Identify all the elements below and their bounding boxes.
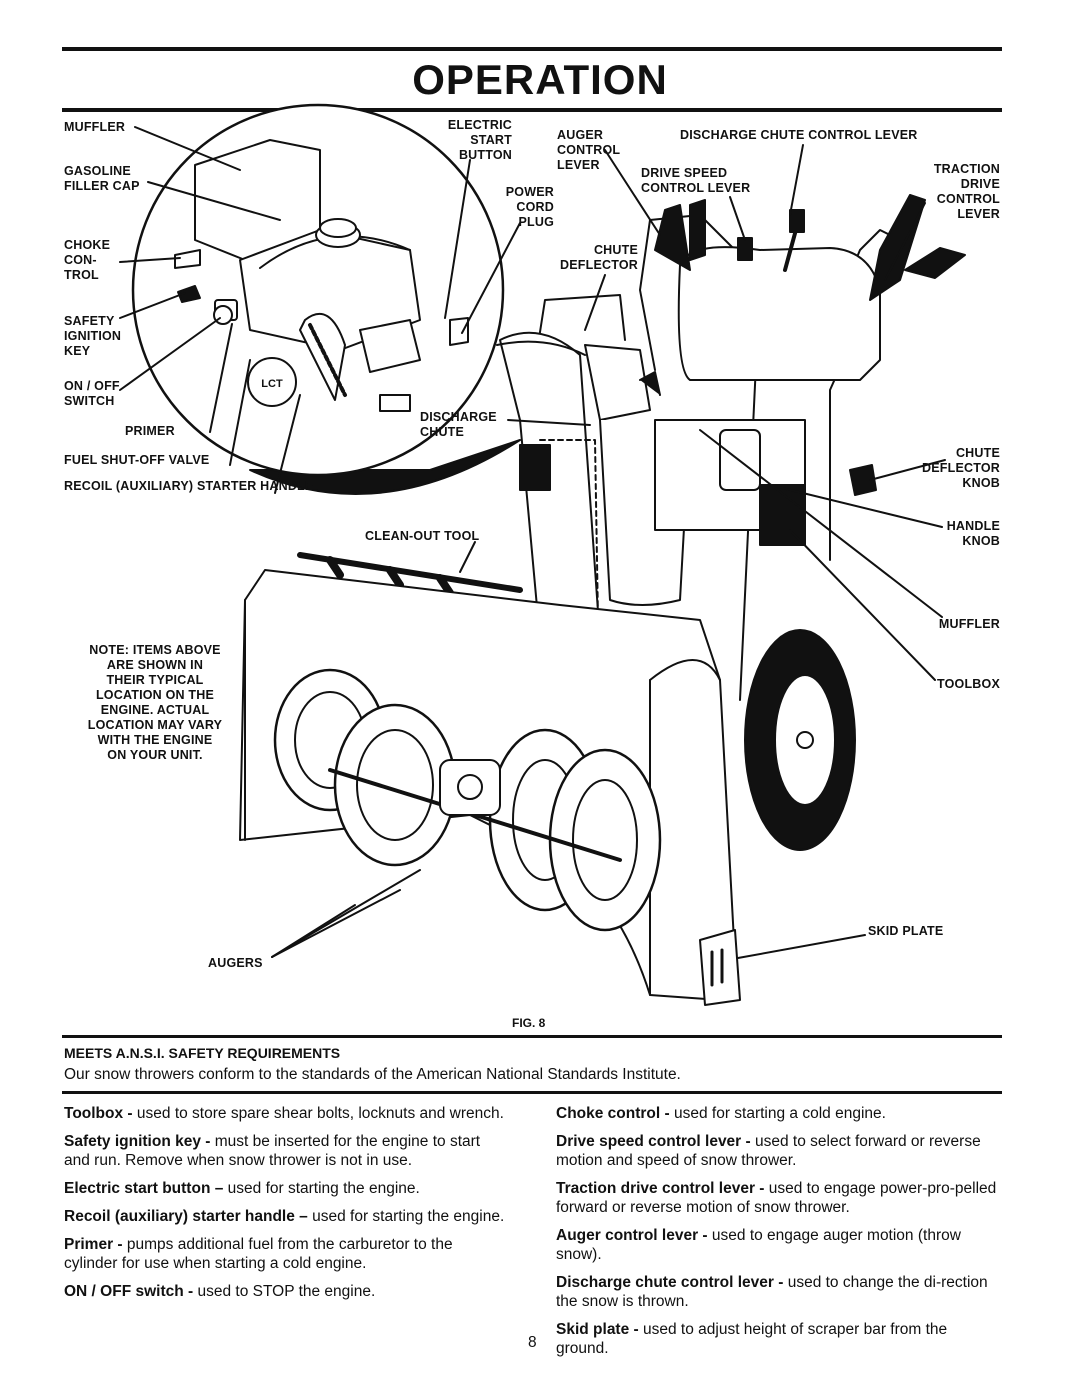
skid-plate-shape	[699, 929, 741, 1006]
choke-knob-shape	[174, 249, 201, 269]
ansi-bottom-rule	[62, 1091, 1002, 1094]
description-item: Safety ignition key - must be inserted f…	[64, 1133, 481, 1169]
description-item: Discharge chute control lever - used to …	[556, 1274, 988, 1310]
label-recoil-starter-handle: RECOIL (AUXILIARY) STARTER HANDLE	[64, 479, 314, 493]
ansi-top-rule	[62, 1035, 1002, 1038]
ansi-text: Our snow throwers conform to the standar…	[64, 1066, 681, 1083]
label-power-cord-plug: POWER CORD PLUG	[505, 185, 554, 229]
label-augers: AUGERS	[208, 956, 263, 970]
dashboard-panel	[677, 246, 881, 381]
label-muffler-right: MUFFLER	[938, 617, 1000, 631]
description-item: Electric start button – used for startin…	[64, 1180, 420, 1197]
page-number: 8	[528, 1334, 537, 1351]
label-muffler-top: MUFFLER	[64, 120, 126, 134]
auger-handle-grip	[654, 204, 691, 271]
label-safety-ignition-key: SAFETY IGNITION KEY	[64, 314, 122, 358]
description-item: Drive speed control lever - used to sele…	[556, 1133, 981, 1169]
auger-blades	[273, 668, 662, 932]
label-chute-deflector-knob: CHUTE DEFLECTOR KNOB	[922, 446, 1000, 490]
label-on-off-switch: ON / OFF SWITCH	[64, 379, 120, 408]
ansi-heading: MEETS A.N.S.I. SAFETY REQUIREMENTS	[64, 1045, 341, 1061]
label-auger-control-lever: AUGER CONTROL LEVER	[557, 128, 621, 172]
label-skid-plate: SKID PLATE	[868, 924, 944, 938]
description-item: Primer - pumps additional fuel from the …	[64, 1236, 453, 1272]
snow-thrower-diagram: LCT	[119, 103, 966, 1006]
label-chute-deflector: CHUTE DEFLECTOR	[560, 243, 638, 272]
chute-deflector-shape	[584, 344, 651, 421]
label-gasoline-filler-cap: GASOLINE FILLER CAP	[64, 164, 140, 193]
label-handle-knob: HANDLE KNOB	[946, 519, 1000, 548]
label-electric-start-button: ELECTRIC START BUTTON	[447, 118, 512, 162]
engine-logo-text: LCT	[261, 378, 283, 390]
note-text: NOTE: ITEMS ABOVE ARE SHOWN IN THEIR TYP…	[87, 643, 223, 762]
label-fuel-shutoff-valve: FUEL SHUT-OFF VALVE	[64, 453, 210, 467]
description-item: Auger control lever - used to engage aug…	[556, 1227, 961, 1263]
description-item: Toolbox - used to store spare shear bolt…	[64, 1105, 504, 1122]
description-item: Recoil (auxiliary) starter handle – used…	[64, 1208, 505, 1225]
traction-handle-grip	[869, 194, 926, 301]
description-item: Skid plate - used to adjust height of sc…	[556, 1321, 948, 1357]
label-traction-drive-control-lever: TRACTION DRIVE CONTROL LEVER	[933, 162, 1000, 221]
engine-side	[359, 319, 421, 373]
descriptions-right-column: Choke control - used for starting a cold…	[556, 1104, 1002, 1367]
engine-logo-plate	[247, 357, 297, 407]
label-discharge-chute: DISCHARGE CHUTE	[420, 410, 497, 439]
power-cord-plug-shape	[449, 317, 469, 346]
label-discharge-chute-control-lever: DISCHARGE CHUTE CONTROL LEVER	[680, 128, 918, 142]
label-clean-out-tool: CLEAN-OUT TOOL	[365, 529, 480, 543]
descriptions-left-column: Toolbox - used to store spare shear bolt…	[64, 1104, 510, 1310]
top-rule	[62, 47, 1002, 51]
description-item: Choke control - used for starting a cold…	[556, 1105, 886, 1122]
label-primer: PRIMER	[125, 424, 175, 438]
description-item: Traction drive control lever - used to e…	[556, 1180, 997, 1216]
label-choke-control: CHOKE CON- TROL	[64, 238, 111, 282]
description-item: ON / OFF switch - used to STOP the engin…	[64, 1283, 376, 1300]
page-title: OPERATION	[412, 56, 668, 103]
recoil-starter	[299, 312, 346, 401]
figure-caption: FIG. 8	[512, 1016, 546, 1030]
title-rule	[62, 108, 1002, 112]
label-drive-speed-control-lever: DRIVE SPEED CONTROL LEVER	[641, 166, 751, 195]
label-toolbox: TOOLBOX	[937, 677, 1000, 691]
